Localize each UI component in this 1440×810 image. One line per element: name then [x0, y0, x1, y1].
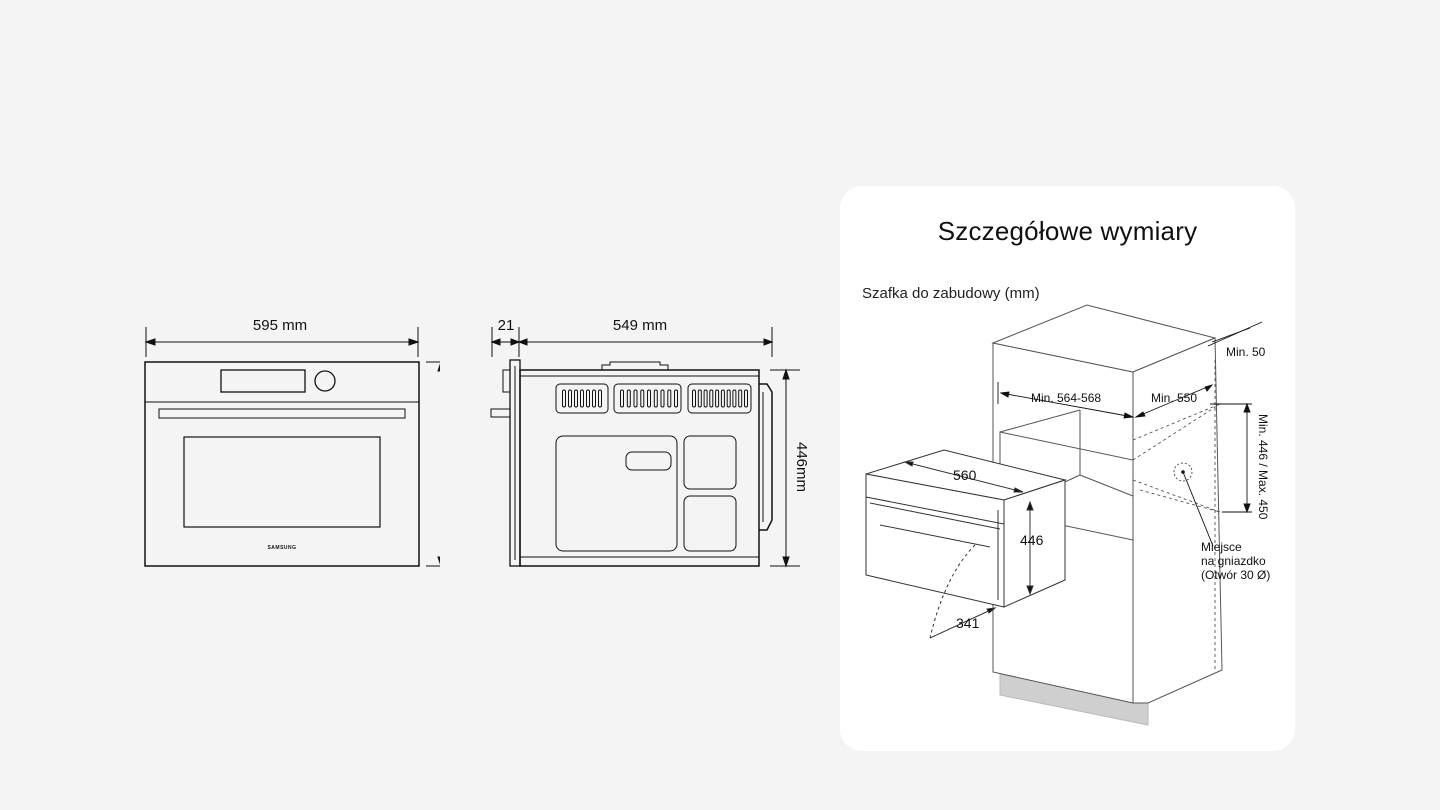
vent-slat	[732, 389, 737, 408]
socket-label-2: na gniazdko	[1201, 554, 1266, 568]
installation-subtitle: Szafka do zabudowy (mm)	[862, 285, 1040, 302]
niche-height-label: Min. 446 / Max. 450	[1256, 414, 1270, 520]
socket-label-1: Miejsce	[1201, 540, 1242, 554]
vent-slat	[667, 389, 672, 408]
installation-title: Szczegółowe wymiary	[937, 216, 1198, 246]
door-thickness-label: 21	[498, 317, 515, 334]
vent-slat	[703, 389, 708, 408]
niche-depth-label: Min. 550	[1151, 391, 1197, 405]
vent-slat	[738, 389, 743, 408]
vent-slat	[660, 389, 665, 408]
installation-card: Szczegółowe wymiary Szafka do zabudowy (…	[840, 186, 1295, 751]
vent-slat	[697, 389, 702, 408]
control-knob	[314, 370, 336, 392]
oven-width-label: 560	[953, 467, 977, 483]
vent-slat	[653, 389, 658, 408]
vent-slat	[647, 389, 651, 408]
vent-slat	[633, 389, 638, 408]
side-body	[519, 369, 760, 567]
oven-side-view: 21 549 mm 446mm	[490, 317, 810, 568]
brand-logo-text: SAMSUNG	[267, 545, 296, 551]
oven-front-view: 595 mm SAMSUNG 456mm	[144, 317, 440, 567]
width-label: 595 mm	[253, 317, 307, 334]
side-height-label: 446mm	[793, 442, 810, 492]
vent-slat	[726, 389, 731, 408]
vent-slat	[692, 389, 696, 408]
vent-slat	[574, 389, 578, 408]
side-handle-slot	[625, 451, 672, 471]
door-handle	[158, 408, 406, 419]
vent-slat	[709, 389, 714, 408]
vent-slat	[562, 389, 566, 408]
vent-slat	[720, 389, 725, 408]
oven-front	[865, 473, 1005, 608]
vent-slat	[674, 389, 678, 408]
vent-slat	[640, 389, 645, 408]
door-window	[183, 436, 381, 528]
vent-slat	[620, 389, 624, 408]
installation-diagram: Min. 50 Min. 564-568 Min. 550 Min. 446 /…	[865, 304, 1270, 726]
oven-front-body	[144, 361, 420, 567]
vent-slat	[626, 389, 631, 408]
vent-slat	[586, 389, 590, 408]
cabinet-side	[1132, 337, 1223, 704]
vent-slat	[744, 389, 748, 408]
vent-slats	[562, 389, 748, 408]
door-swing-label: 341	[956, 615, 980, 631]
niche-width-label: Min. 564-568	[1031, 391, 1101, 405]
vent-slat	[715, 389, 720, 408]
vent-slat	[568, 389, 572, 408]
min-50-label: Min. 50	[1226, 345, 1266, 359]
oven-height-label: 446	[1020, 532, 1044, 548]
control-display	[220, 369, 306, 393]
vent-slat	[598, 389, 602, 408]
vent-slat	[592, 389, 596, 408]
vent-slat	[580, 389, 584, 408]
depth-label: 549 mm	[613, 317, 667, 334]
socket-label-3: (Otwór 30 Ø)	[1201, 568, 1270, 582]
socket-hole-icon	[1173, 462, 1193, 482]
